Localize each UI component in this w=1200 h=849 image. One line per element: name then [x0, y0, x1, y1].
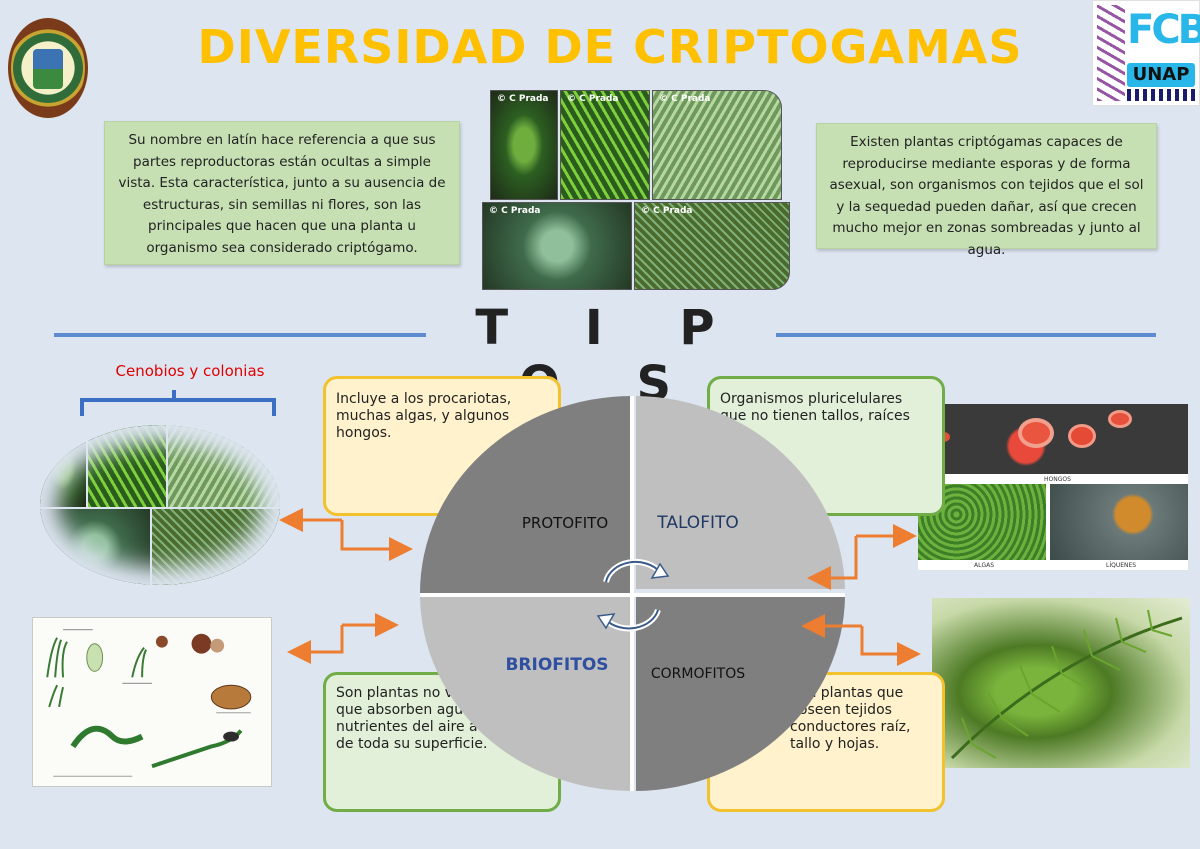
section-heading: T I P O S [475, 300, 745, 412]
intro-text-right: Existen plantas criptógamas capaces de r… [816, 123, 1157, 258]
types-cycle-diagram: PROTOFITO TALOFITO BRIOFITOS CORMOFITOS [420, 396, 845, 791]
label-protofito: PROTOFITO [522, 514, 608, 532]
divider-left [54, 333, 426, 337]
page-title: DIVERSIDAD DE CRIPTOGAMAS [197, 20, 1023, 74]
cenobios-label: Cenobios y colonias [115, 362, 265, 380]
label-cormofitos: CORMOFITOS [651, 666, 745, 682]
quadrant-talofito [636, 396, 845, 589]
fern-photo [932, 598, 1190, 768]
brace-icon [80, 390, 276, 416]
label-briofitos: BRIOFITOS [505, 655, 608, 675]
quadrant-cormofitos [636, 597, 845, 791]
fern-collage-oval [40, 425, 280, 585]
fcb-unap-logo: FCB UNAP [1092, 0, 1200, 106]
quadrant-protofito [420, 396, 632, 593]
label-talofito: TALOFITO [656, 513, 739, 533]
bryophyte-cycle-diagram [32, 617, 272, 787]
divider-right [776, 333, 1156, 337]
intro-text-left: Su nombre en latín hace referencia a que… [104, 121, 460, 265]
university-seal-logo [8, 18, 88, 118]
quadrant-briofitos [420, 597, 630, 791]
fungi-algae-lichen-photos: HONGOS ALGAS LÍQUENES [918, 404, 1188, 570]
fern-photo-collage: © C Prada © C Prada © C Prada © C Prada … [482, 90, 790, 290]
